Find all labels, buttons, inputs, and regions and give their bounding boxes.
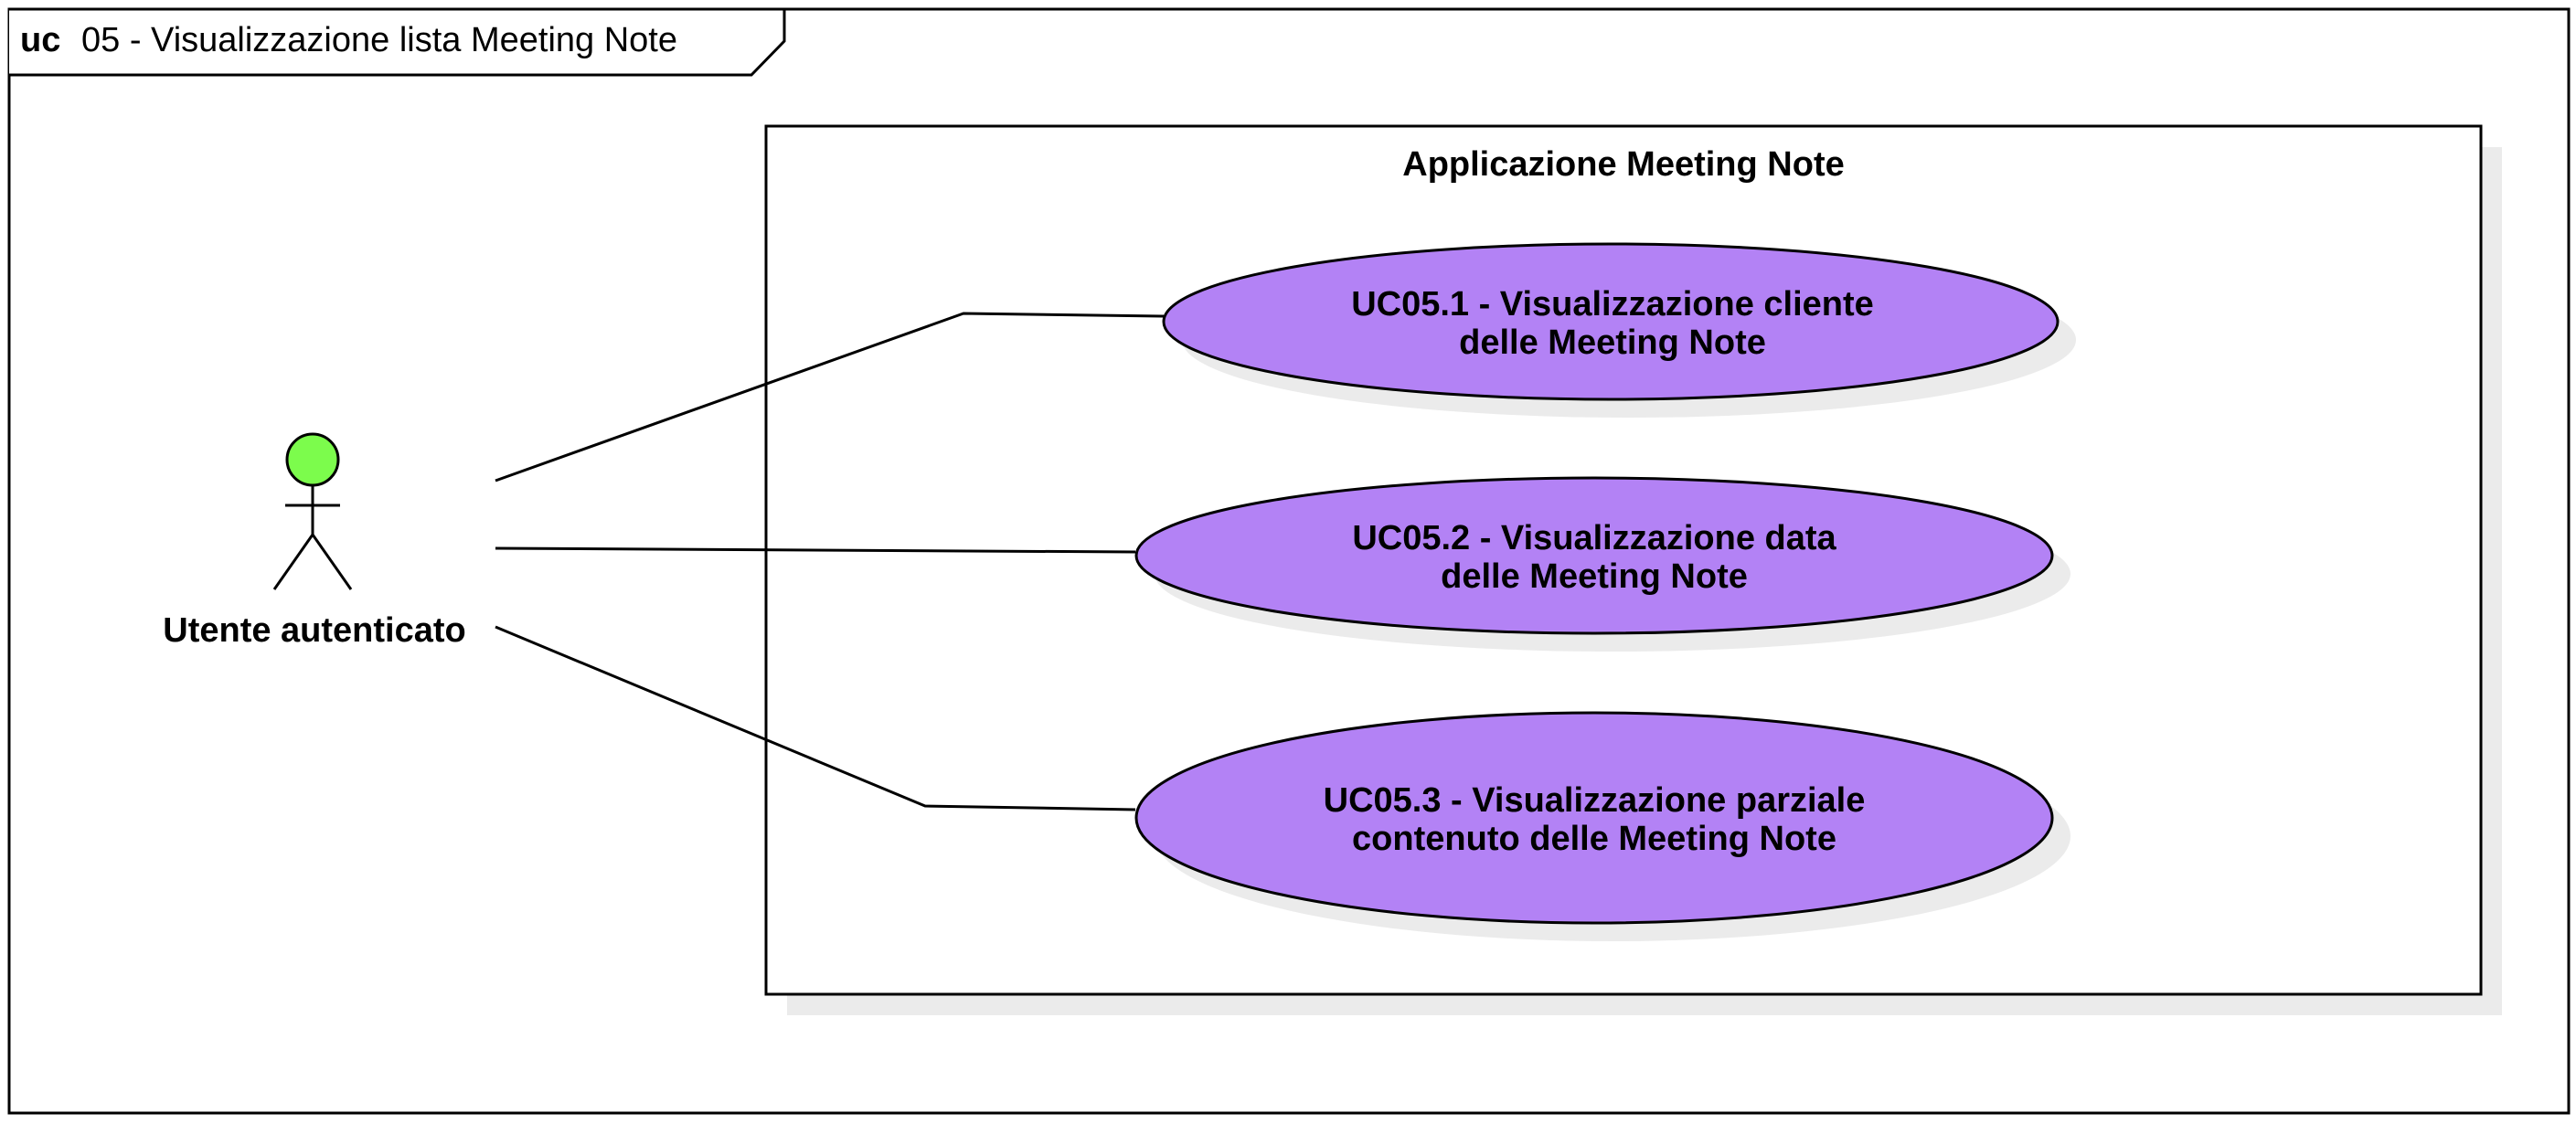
use-case-uc05-1: UC05.1 - Visualizzazione cliente delle M… [1162, 242, 2076, 418]
use-case-label-line2: delle Meeting Note [1459, 323, 1766, 362]
association-line-uc2 [495, 546, 1136, 554]
use-case-ellipse [1134, 711, 2054, 925]
actor-utente-autenticato: Utente autenticato [163, 432, 466, 650]
use-case-uc05-3: UC05.3 - Visualizzazione parziale conten… [1134, 711, 2070, 941]
use-case-label-line1: UC05.2 - Visualizzazione data [1352, 519, 1836, 557]
use-case-uc05-2: UC05.2 - Visualizzazione data delle Meet… [1134, 476, 2070, 652]
use-case-label-line2: delle Meeting Note [1441, 557, 1748, 596]
frame-tab [9, 7, 786, 77]
actor-head [285, 432, 340, 487]
use-case-ellipse [1162, 242, 2060, 401]
association-line-uc1 [495, 312, 1165, 482]
use-case-ellipse [1134, 476, 2054, 635]
actor-right-leg [311, 534, 353, 590]
association-line-uc3 [495, 625, 1136, 811]
use-case-label-line1: UC05.3 - Visualizzazione parziale [1324, 781, 1866, 820]
frame-title: 05 - Visualizzazione lista Meeting Note [81, 21, 677, 59]
use-case-label-line1: UC05.1 - Visualizzazione cliente [1351, 285, 1874, 323]
actor-label: Utente autenticato [163, 611, 465, 650]
frame-keyword: uc [20, 21, 60, 59]
use-case-label-line2: contenuto delle Meeting Note [1352, 820, 1836, 858]
actor-left-leg [272, 534, 314, 590]
system-boundary-title: Applicazione Meeting Note [1402, 145, 1844, 184]
